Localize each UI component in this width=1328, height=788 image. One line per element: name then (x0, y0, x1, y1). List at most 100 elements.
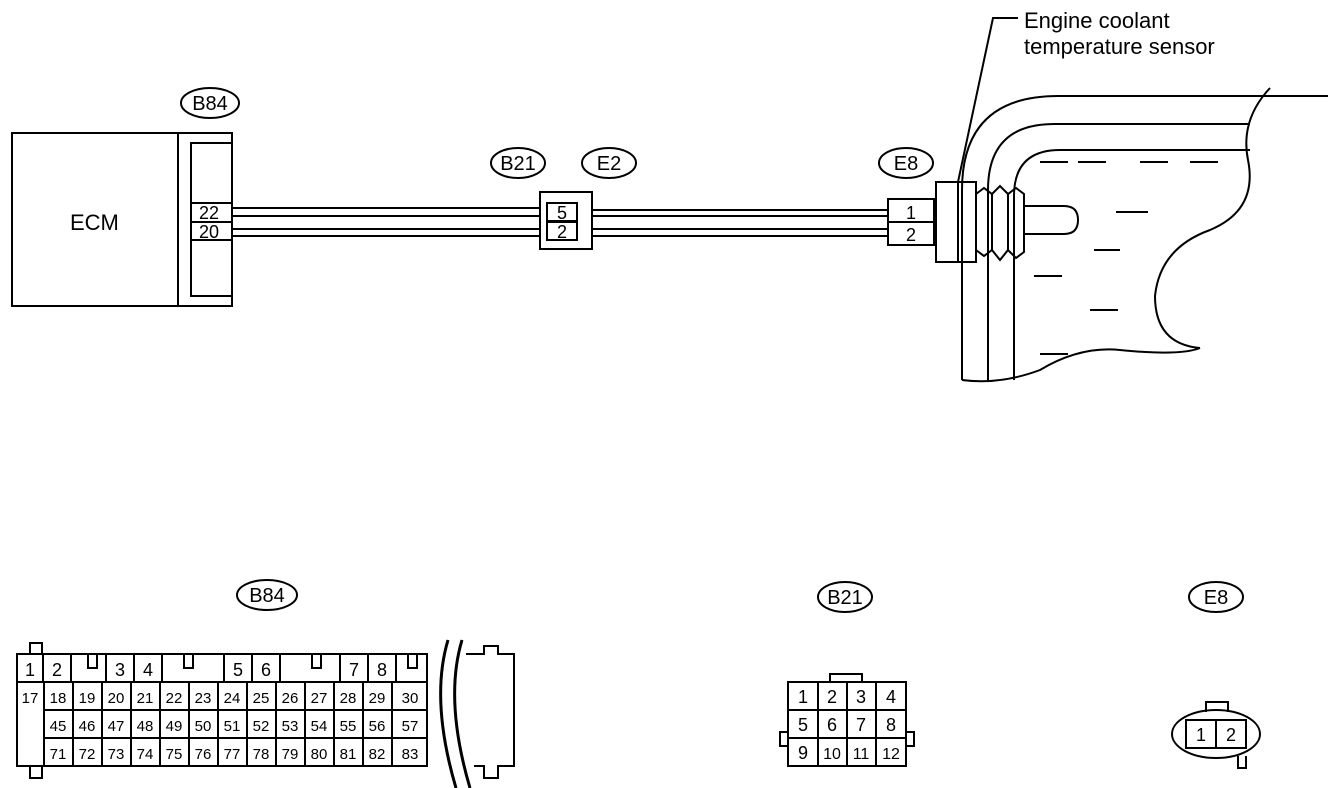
sensor-pin-1: 1 (906, 203, 916, 223)
sensor-pin-2: 2 (906, 225, 916, 245)
ecm-connector-tag: B84 (180, 87, 240, 119)
sensor-label: Engine coolant temperature sensor (957, 8, 1215, 183)
b84-pin-1: 1 (25, 660, 35, 680)
engine-housing (961, 87, 1328, 383)
e8-pin-1: 1 (1196, 725, 1206, 745)
b84-view-tag-text: B84 (249, 585, 285, 607)
b84-pin-77: 77 (224, 746, 241, 763)
b84-break-mark (439, 639, 458, 788)
ecm-connector-tag-text: B84 (192, 93, 228, 115)
b84-pin-83: 83 (402, 746, 419, 763)
b84-pin-78: 78 (253, 746, 270, 763)
b21-pin-8: 8 (886, 715, 896, 735)
b84-pin-23: 23 (195, 690, 212, 707)
b84-pin-81: 81 (340, 746, 357, 763)
b84-pin-45: 45 (50, 718, 67, 735)
b84-pin-19: 19 (79, 690, 96, 707)
b21-pin-12: 12 (882, 746, 900, 763)
b84-pin-79: 79 (282, 746, 299, 763)
joint-pin-5: 5 (557, 203, 567, 223)
b84-pin-7: 7 (349, 660, 359, 680)
b21-pin-3: 3 (856, 687, 866, 707)
sensor-leader-line (957, 17, 1018, 183)
b84-pin-5: 5 (233, 660, 243, 680)
harness-wires (232, 207, 888, 237)
sensor-connector-tag: E8 (878, 147, 934, 179)
b84-pin-54: 54 (311, 718, 328, 735)
ecm-pin-22: 22 (199, 203, 219, 223)
b84-connector-view: 1 2 3 4 5 6 7 8 17 18 19 20 21 22 23 (16, 639, 515, 788)
b21-pin-2: 2 (827, 687, 837, 707)
b84-pin-3: 3 (115, 660, 125, 680)
b84-pin-30: 30 (402, 690, 419, 707)
b84-pin-46: 46 (79, 718, 96, 735)
b84-pin-2: 2 (52, 660, 62, 680)
b84-pin-75: 75 (166, 746, 183, 763)
b21-pin-11: 11 (853, 746, 870, 763)
b84-pin-71: 71 (50, 746, 67, 763)
b21-pin-5: 5 (798, 715, 808, 735)
joint-tag-right: E2 (581, 147, 637, 179)
b84-pin-82: 82 (369, 746, 386, 763)
ecm-label: ECM (70, 210, 119, 235)
e8-view-tag: E8 (1188, 581, 1244, 613)
b84-pin-50: 50 (195, 718, 212, 735)
b84-pin-76: 76 (195, 746, 212, 763)
ecm-connector-housing (190, 142, 233, 297)
sensor-connector-tag-text: E8 (894, 153, 918, 175)
joint-tag-right-text: E2 (597, 153, 621, 175)
b21-view-tag-text: B21 (827, 587, 863, 609)
b84-pin-25: 25 (253, 690, 270, 707)
b84-pin-73: 73 (108, 746, 125, 763)
b84-pin-20: 20 (108, 690, 125, 707)
b84-pin-55: 55 (340, 718, 357, 735)
e8-connector-view: 1 2 (1171, 701, 1261, 769)
b84-pin-57: 57 (402, 718, 419, 735)
joint-tag-left-text: B21 (500, 153, 536, 175)
ecm-pin-20: 20 (199, 222, 219, 242)
b21-pin-4: 4 (886, 687, 896, 707)
b84-pin-6: 6 (261, 660, 271, 680)
b84-pin-56: 56 (369, 718, 386, 735)
sensor-label-line2: temperature sensor (1024, 34, 1215, 59)
sensor-connector: 1 2 (887, 198, 935, 246)
joint-pin-2: 2 (557, 222, 567, 242)
sensor-label-line1: Engine coolant (1024, 8, 1170, 33)
b84-latch-body (466, 645, 515, 779)
ecm-unit: ECM 22 20 (11, 132, 233, 307)
b84-pin-49: 49 (166, 718, 183, 735)
b84-pin-51: 51 (224, 718, 241, 735)
b21-pin-6: 6 (827, 715, 837, 735)
b84-pin-21: 21 (137, 690, 154, 707)
b84-view-tag: B84 (236, 579, 298, 611)
b84-pin-48: 48 (137, 718, 154, 735)
b84-pin-8: 8 (377, 660, 387, 680)
b84-pin-47: 47 (108, 718, 125, 735)
b21-pin-1: 1 (798, 687, 808, 707)
b21-connector-view: 1 2 3 4 5 6 7 8 9 10 11 12 (779, 673, 915, 767)
b84-pin-4: 4 (143, 660, 153, 680)
b21-pin-9: 9 (798, 743, 808, 763)
b84-pin-53: 53 (282, 718, 299, 735)
b84-pin-28: 28 (340, 690, 357, 707)
b84-pin-80: 80 (311, 746, 328, 763)
b84-pin-74: 74 (137, 746, 154, 763)
b84-pin-29: 29 (369, 690, 386, 707)
joint-connector: 5 2 (539, 191, 593, 250)
b84-pin-18: 18 (50, 690, 67, 707)
b84-pin-17: 17 (22, 690, 39, 707)
b84-pin-26: 26 (282, 690, 299, 707)
e8-pin-2: 2 (1226, 725, 1236, 745)
b84-pin-72: 72 (79, 746, 96, 763)
b84-pin-24: 24 (224, 690, 241, 707)
b21-pin-10: 10 (823, 746, 841, 763)
b84-pin-27: 27 (311, 690, 328, 707)
b84-pin-22: 22 (166, 690, 183, 707)
joint-tag-left: B21 (490, 147, 546, 179)
b21-pin-7: 7 (856, 715, 866, 735)
b84-pin-52: 52 (253, 718, 270, 735)
e8-view-tag-text: E8 (1204, 587, 1228, 609)
coolant-sensor (935, 181, 1080, 263)
b21-view-tag: B21 (817, 581, 873, 613)
